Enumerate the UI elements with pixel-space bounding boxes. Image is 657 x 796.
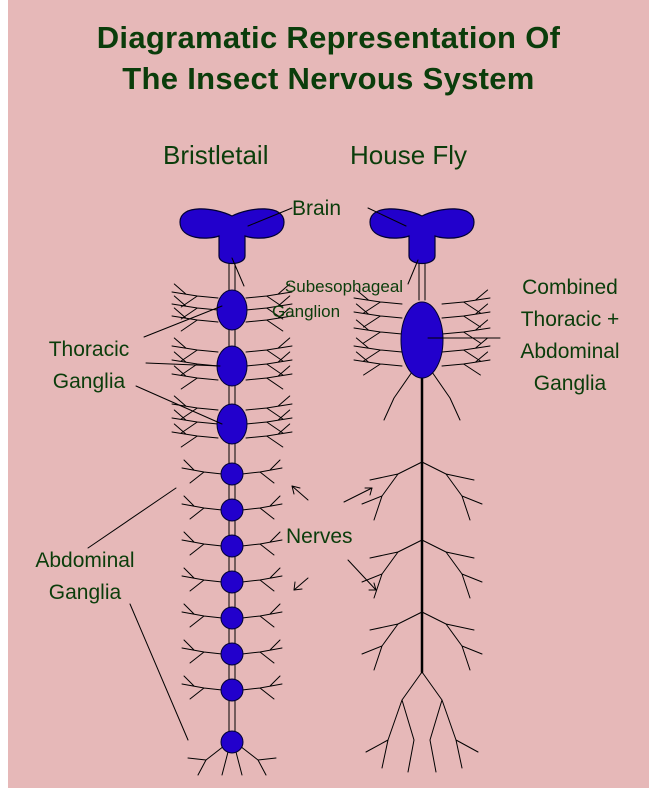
label-abdominal-ganglia-line-2: Ganglia — [20, 580, 150, 605]
bristletail-abdominal-ganglion-2 — [221, 499, 243, 521]
bristletail-abdominal-nerve-left-6 — [182, 676, 222, 699]
bristletail-abdominal-ganglion-5 — [221, 607, 243, 629]
bristletail-thoracic-nerve-left-2-0 — [172, 396, 218, 419]
leader-nerves-upper — [292, 486, 372, 502]
house-fly-thoracic-nerve-right-4 — [442, 352, 490, 375]
bristletail-thoracic-nerve-right-1-1 — [246, 352, 292, 375]
house-fly-thoracic-nerve-right-0 — [442, 290, 490, 313]
bristletail-thoracic-nerve-left-0-0 — [172, 284, 218, 307]
leader-thoracic-ganglion-3 — [136, 386, 222, 424]
bristletail-abdominal-nerve-right-4 — [242, 604, 282, 627]
bristletail-abdominal-nerve-left-5 — [182, 640, 222, 663]
leader-abdominal-lower — [130, 604, 188, 740]
label-combined-line-3: Abdominal — [500, 339, 640, 364]
bristletail-abdominal-ganglion-4 — [221, 571, 243, 593]
bristletail-abdominal-nerve-right-0 — [242, 460, 282, 483]
bristletail-abdominal-ganglion-3 — [221, 535, 243, 557]
label-nerves: Nerves — [286, 524, 353, 549]
house-fly-thoracic-nerve-left-3 — [354, 338, 402, 361]
bristletail-thoracic-nerve-left-2-2 — [172, 424, 218, 447]
bristletail-abdominal-nerve-left-2 — [182, 532, 222, 555]
bristletail-thoracic-nerve-left-0-2 — [172, 308, 218, 331]
label-thoracic-ganglia-line-2: Ganglia — [34, 369, 144, 394]
leader-thoracic-ganglion-2 — [146, 363, 220, 366]
label-subesophageal-line-1: Subesophageal — [244, 277, 444, 297]
house-fly-combined-ganglion — [401, 302, 443, 378]
bristletail-thoracic-nerve-left-1-1 — [172, 352, 218, 375]
bristletail-thoracic-nerve-left-0-1 — [172, 296, 218, 319]
bristletail-abdominal-nerve-right-6 — [242, 676, 282, 699]
bristletail-abdominal-nerve-right-3 — [242, 568, 282, 591]
house-fly-terminal-nerves — [366, 672, 478, 772]
bristletail-thoracic-nerve-left-1-2 — [172, 366, 218, 389]
bristletail-abdominal-nerve-left-3 — [182, 568, 222, 591]
label-combined-line-2: Thoracic + — [500, 307, 640, 332]
bristletail-abdominal-nerve-left-4 — [182, 604, 222, 627]
bristletail-abdominal-nerve-left-0 — [182, 460, 222, 483]
leader-nerves-lower — [294, 560, 376, 590]
bristletail-abdominal-nerve-right-2 — [242, 532, 282, 555]
bristletail-abdominal-ganglion-6 — [221, 643, 243, 665]
label-thoracic-ganglia-line-1: Thoracic — [34, 337, 144, 362]
bristletail-thoracic-ganglion-2 — [217, 346, 247, 386]
bristletail-thoracic-ganglion-1 — [217, 290, 247, 330]
bristletail-thoracic-nerve-right-1-2 — [246, 366, 292, 389]
bristletail-abdominal-ganglion-1 — [221, 463, 243, 485]
bristletail-abdominal-nerve-right-5 — [242, 640, 282, 663]
label-combined-line-1: Combined — [500, 275, 640, 300]
bristletail-abdominal-ganglion-7 — [221, 679, 243, 701]
house-fly-thoracic-nerve-left-2 — [354, 320, 402, 343]
nerve-cords — [229, 262, 425, 742]
diagram-canvas: Diagramatic Representation Of The Insect… — [8, 0, 649, 788]
bristletail-thoracic-nerve-right-2-0 — [246, 396, 292, 419]
label-subesophageal-line-2: Ganglion — [244, 302, 368, 322]
house-fly-thoracic-nerve-left-4 — [354, 352, 402, 375]
label-abdominal-ganglia-line-1: Abdominal — [20, 548, 150, 573]
bristletail-thoracic-nerve-right-2-1 — [246, 410, 292, 433]
bristletail-thoracic-nerve-left-1-0 — [172, 338, 218, 361]
bristletail-abdominal-ganglion-8 — [221, 731, 243, 753]
bristletail-thoracic-nerve-right-2-2 — [246, 424, 292, 447]
leader-abdominal-upper — [88, 488, 176, 548]
bristletail-thoracic-nerve-left-2-1 — [172, 410, 218, 433]
bristletail-brain — [180, 209, 284, 264]
house-fly-thoracic-nerve-right-3 — [442, 338, 490, 361]
house-fly-brain — [370, 209, 474, 264]
label-combined-line-4: Ganglia — [500, 371, 640, 396]
bristletail-thoracic-nerve-right-1-0 — [246, 338, 292, 361]
bristletail-abdominal-nerve-left-1 — [182, 496, 222, 519]
label-brain: Brain — [292, 196, 341, 221]
house-fly-thoracic-nerve-right-2 — [442, 320, 490, 343]
bristletail-abdominal-nerve-right-1 — [242, 496, 282, 519]
